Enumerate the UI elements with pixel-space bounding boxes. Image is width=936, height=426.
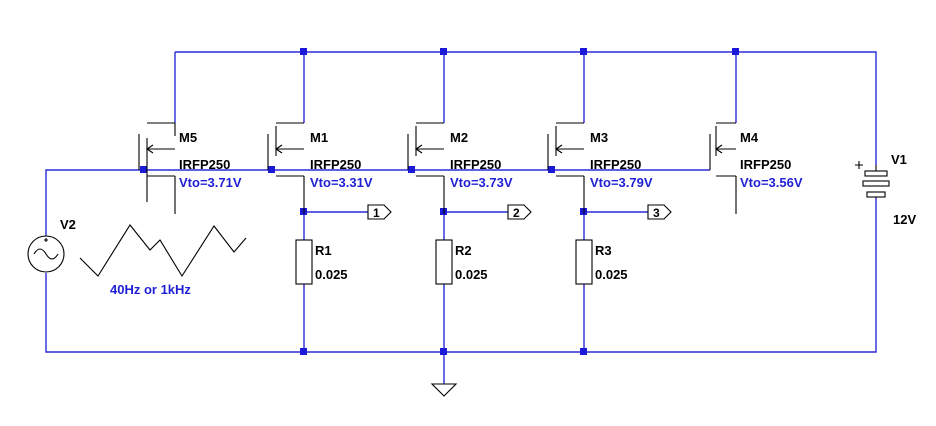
r2-name: R2	[455, 243, 472, 258]
m5-param: Vto=3.71V	[179, 175, 242, 190]
v1-name: V1	[891, 152, 907, 167]
r3-value: 0.025	[595, 267, 628, 282]
mosfet-m4[interactable]: M4 IRFP250 Vto=3.56V	[709, 122, 803, 214]
port-flag-icon	[507, 204, 532, 220]
m4-name: M4	[740, 130, 759, 145]
junctions	[140, 48, 739, 355]
gate-bus-wire	[45, 169, 710, 236]
m4-param: Vto=3.56V	[740, 175, 803, 190]
net-label-1[interactable]: 1	[367, 204, 392, 220]
net-label-3[interactable]: 3	[647, 204, 672, 220]
junction-dot	[268, 166, 275, 173]
junction-dot	[440, 348, 447, 355]
mosfet-m3[interactable]: M3 IRFP250 Vto=3.79V	[547, 122, 653, 214]
junction-dot	[300, 48, 307, 55]
resistor-icon	[295, 239, 313, 285]
voltage-source-v2[interactable]: V2 40Hz or 1kHz	[27, 217, 247, 297]
m5-model: IRFP250	[179, 157, 230, 172]
port-3-label: 3	[653, 206, 660, 220]
junction-dot	[408, 166, 415, 173]
m2-param: Vto=3.73V	[450, 175, 513, 190]
r1-name: R1	[315, 243, 332, 258]
battery-icon	[855, 161, 890, 198]
nmos-icon	[709, 122, 737, 214]
top-rail-wire	[175, 51, 877, 165]
m4-model: IRFP250	[740, 157, 791, 172]
r2-value: 0.025	[455, 267, 488, 282]
junction-dot	[300, 348, 307, 355]
r3-name: R3	[595, 243, 612, 258]
port-flag-icon	[647, 204, 672, 220]
nmos-icon	[407, 122, 445, 214]
m3-param: Vto=3.79V	[590, 175, 653, 190]
v1-value: 12V	[893, 212, 916, 227]
m3-model: IRFP250	[590, 157, 641, 172]
resistor-r3[interactable]: R3 0.025	[575, 239, 628, 285]
nmos-icon	[138, 122, 176, 214]
mosfet-m1[interactable]: M1 IRFP250 Vto=3.31V	[267, 122, 373, 214]
junction-dot	[440, 48, 447, 55]
port-flag-icon	[367, 204, 392, 220]
m1-model: IRFP250	[310, 157, 361, 172]
m2-model: IRFP250	[450, 157, 501, 172]
resistor-r1[interactable]: R1 0.025	[295, 239, 348, 285]
resistor-r2[interactable]: R2 0.025	[435, 239, 488, 285]
m2-name: M2	[450, 130, 468, 145]
junction-dot	[140, 166, 147, 173]
voltage-source-v1[interactable]: V1 12V	[855, 152, 916, 227]
resistor-icon	[435, 239, 453, 285]
v2-value: 40Hz or 1kHz	[110, 282, 191, 297]
resistor-icon	[575, 239, 593, 285]
triangle-wave-icon	[79, 224, 247, 278]
junction-dot	[580, 348, 587, 355]
nmos-icon	[267, 122, 305, 214]
junction-dot	[580, 48, 587, 55]
mosfet-m2[interactable]: M2 IRFP250 Vto=3.73V	[407, 122, 513, 214]
net-label-2[interactable]: 2	[507, 204, 532, 220]
bottom-rail-wire	[45, 198, 877, 353]
mosfet-m5[interactable]: M5 IRFP250 Vto=3.71V	[138, 122, 242, 214]
v2-name: V2	[60, 217, 76, 232]
ground-icon	[430, 383, 458, 397]
m1-name: M1	[310, 130, 328, 145]
nmos-icon	[547, 122, 585, 214]
m1-param: Vto=3.31V	[310, 175, 373, 190]
m5-name: M5	[179, 130, 197, 145]
ac-source-icon	[27, 235, 65, 273]
junction-dot	[548, 166, 555, 173]
r1-value: 0.025	[315, 267, 348, 282]
junction-dot	[732, 48, 739, 55]
wires	[45, 51, 877, 384]
port-1-label: 1	[373, 206, 380, 220]
m3-name: M3	[590, 130, 608, 145]
port-2-label: 2	[513, 206, 520, 220]
